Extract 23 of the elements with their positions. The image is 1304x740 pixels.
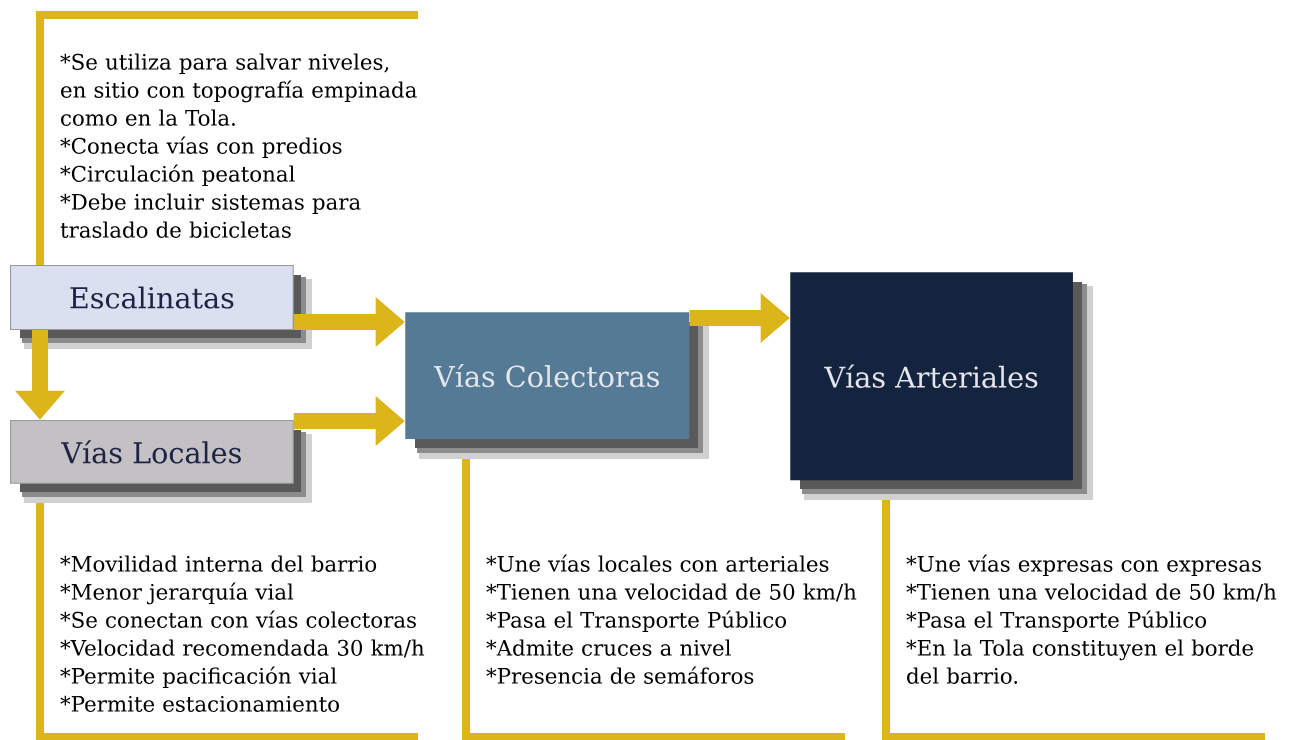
bullet-text: *Une vías expresas con expresas	[906, 554, 1261, 577]
bullet-text: *En la Tola constituyen el borde del barrio.	[906, 639, 1253, 684]
bullet-text: *Tienen una velocidad de 50 km/h	[486, 583, 857, 602]
bullet-text: *Pasa el Transporte Público	[486, 610, 787, 633]
bullet-text: *Se utiliza para salvar niveles, en sitio con topografía empinada como en la Tola.	[60, 53, 417, 126]
bullet-text: *Conecta vías con predios	[60, 136, 342, 159]
category-box: Vías Locales	[10, 420, 294, 484]
bullet-text: *Debe incluir sistemas para traslado de bicicletas	[60, 193, 361, 238]
bullet-text: *Permite estacionamiento	[60, 695, 339, 712]
category-box: Vías Arteriales	[790, 272, 1073, 481]
bullet-text: *Pasa el Transporte Público	[906, 610, 1207, 633]
category-box: Vías Colectoras	[405, 312, 690, 439]
bullet-text: *Se conectan con vías colectoras	[60, 610, 416, 628]
bullet-text: *Une vías locales con arteriales	[486, 554, 829, 572]
bullet-text: *Movilidad interna del barrio	[60, 555, 377, 572]
bullet-text: *Menor jerarquía vial	[60, 582, 294, 605]
bullet-text: *Permite pacificación vial	[60, 666, 337, 689]
bullet-text: *Velocidad recomendada 30 km/h	[60, 639, 425, 658]
bullet-text: *Presencia de semáforos	[486, 666, 754, 684]
category-box: Escalinatas	[10, 265, 294, 331]
bullet-text: *Circulación peatonal	[60, 164, 295, 187]
bullet-text: *Admite cruces a nivel	[486, 639, 731, 656]
bullet-text: *Tienen una velocidad de 50 km/h	[906, 583, 1277, 602]
